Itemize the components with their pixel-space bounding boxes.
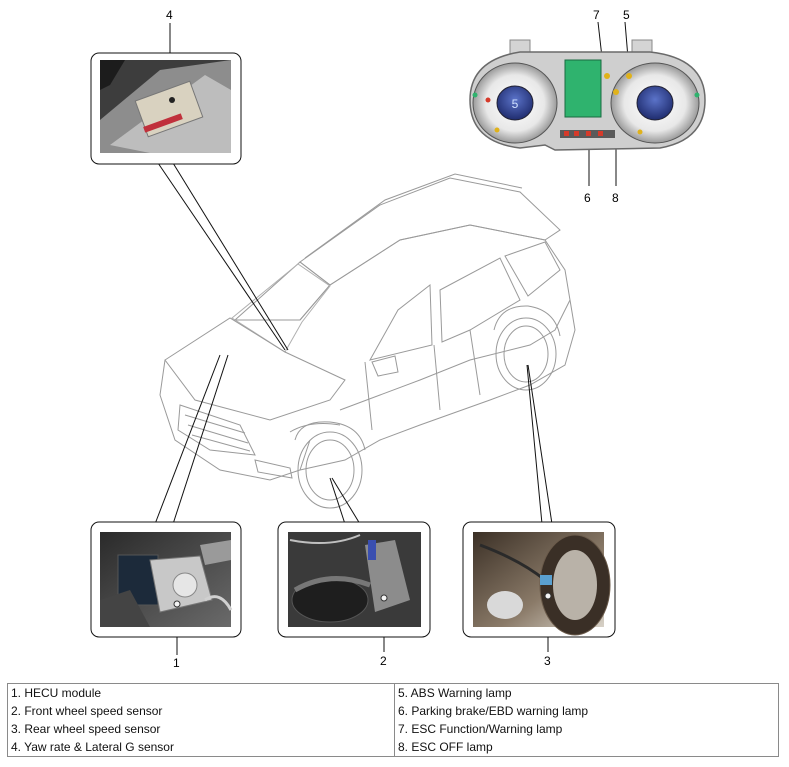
callout-2: 2 [380, 654, 387, 668]
callout-1: 1 [173, 656, 180, 670]
cluster-gear-readout: 5 [512, 97, 519, 111]
legend-item-rear-wheel-speed-sensor: 3. Rear wheel speed sensor [11, 722, 161, 736]
callout-8: 8 [612, 191, 619, 205]
callout-7: 7 [593, 8, 600, 22]
legend-item-esc-function-lamp: 7. ESC Function/Warning lamp [398, 722, 563, 736]
photo-rear-wheel-speed-sensor [462, 521, 616, 638]
vehicle-outline [159, 173, 576, 509]
legend-item-abs-warning-lamp: 5. ABS Warning lamp [398, 686, 512, 700]
legend-column-right: 5. ABS Warning lamp 6. Parking brake/EBD… [395, 684, 780, 756]
callout-3: 3 [544, 654, 551, 668]
callout-6: 6 [584, 191, 591, 205]
legend-item-yaw-rate-sensor: 4. Yaw rate & Lateral G sensor [11, 740, 174, 754]
parking-brake-ebd-lamp [586, 131, 591, 136]
photo-front-wheel-speed-sensor [277, 521, 431, 638]
legend-column-left: 1. HECU module 2. Front wheel speed sens… [8, 684, 395, 756]
abs-warning-lamp [626, 73, 632, 79]
callout-4: 4 [166, 8, 173, 22]
legend-item-hecu-module: 1. HECU module [11, 686, 102, 700]
callout-5: 5 [623, 8, 630, 22]
legend-table: 1. HECU module 2. Front wheel speed sens… [7, 683, 779, 757]
legend-item-parking-brake-ebd-lamp: 6. Parking brake/EBD warning lamp [398, 704, 589, 718]
photo-yaw-rate-sensor [90, 52, 242, 165]
photo-hecu-module [90, 521, 242, 638]
diagram-canvas: 5 4 1 2 3 5 7 6 8 [90, 8, 706, 670]
instrument-cluster: 5 [469, 39, 706, 151]
legend-item-esc-off-lamp: 8. ESC OFF lamp [398, 740, 493, 754]
esc-component-diagram: 5 [90, 21, 706, 655]
legend-item-front-wheel-speed-sensor: 2. Front wheel speed sensor [11, 704, 163, 718]
esc-function-warning-lamp [604, 73, 610, 79]
esc-off-lamp [613, 89, 619, 95]
